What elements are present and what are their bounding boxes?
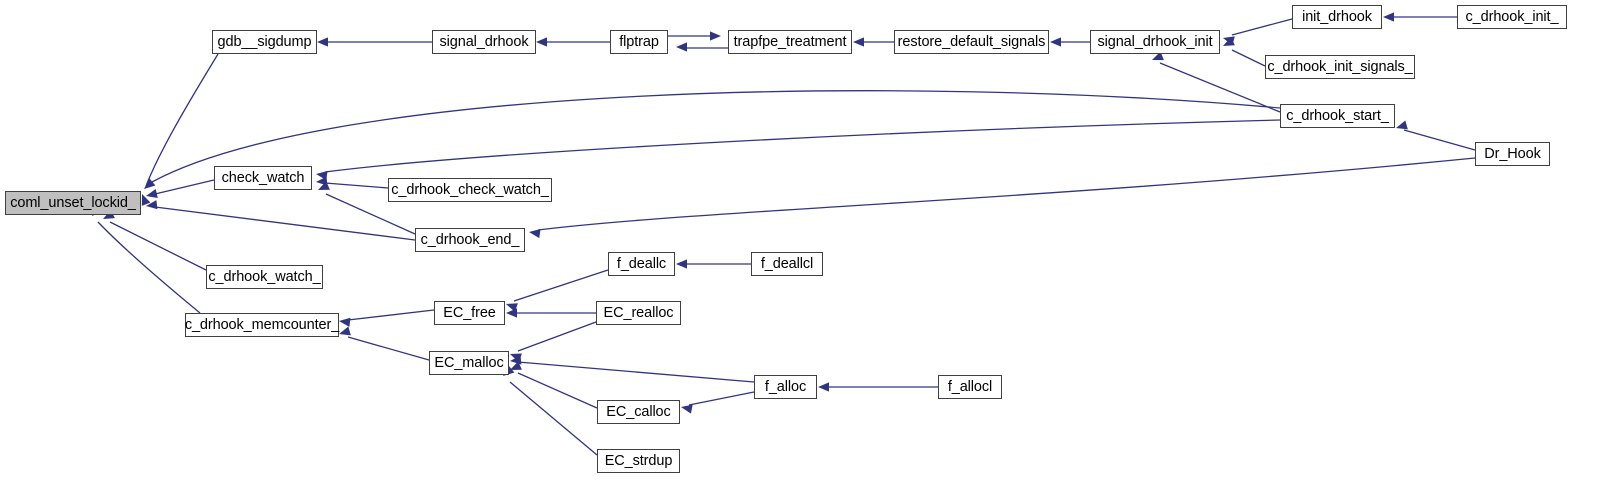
- node-label: f_allocl: [947, 378, 993, 395]
- node-label: c_drhook_watch_: [208, 268, 321, 285]
- edge-f_alloc-to-EC_calloc: [688, 391, 755, 406]
- edge-f_alloc-to-EC_malloc: [517, 361, 755, 383]
- node-EC_realloc[interactable]: EC_realloc: [596, 301, 681, 325]
- node-f_alloc[interactable]: f_alloc: [754, 375, 817, 399]
- arrowhead: [1396, 120, 1408, 130]
- edge-check_watch-to-coml_unset_lockid_: [154, 179, 215, 195]
- arrowhead: [141, 194, 151, 206]
- node-c_drhook_init_[interactable]: c_drhook_init_: [1457, 5, 1567, 29]
- node-label: f_alloc: [764, 378, 807, 395]
- edge-EC_free-to-c_drhook_memcounter_: [347, 309, 435, 321]
- node-label: c_drhook_end_: [420, 231, 520, 248]
- node-label: coml_unset_lockid_: [10, 194, 136, 211]
- edge-EC_malloc-to-c_drhook_memcounter_: [347, 336, 430, 361]
- arrowhead: [506, 308, 517, 318]
- arrowhead: [1383, 12, 1394, 22]
- node-f_deallcl[interactable]: f_deallcl: [751, 252, 823, 276]
- edge-c_drhook_start_-to-check_watch: [324, 119, 1281, 173]
- node-label: signal_drhook_init: [1097, 33, 1213, 50]
- edge-c_drhook_end_-to-coml_unset_lockid_: [154, 206, 416, 241]
- node-f_deallc[interactable]: f_deallc: [608, 252, 675, 276]
- node-c_drhook_memcounter_[interactable]: c_drhook_memcounter_: [185, 313, 339, 337]
- node-restore_default_signals[interactable]: restore_default_signals: [894, 30, 1049, 54]
- edge-c_drhook_memcounter_-to-coml_unset_lockid_: [97, 221, 201, 314]
- node-label: EC_malloc: [434, 354, 504, 371]
- node-label: Dr_Hook: [1484, 145, 1541, 162]
- arrowhead: [1223, 37, 1235, 46]
- node-label: init_drhook: [1302, 8, 1372, 25]
- node-label: trapfpe_treatment: [733, 33, 847, 50]
- edge-init_drhook-to-signal_drhook_init: [1231, 18, 1293, 36]
- edge-c_drhook_init_signals_-to-signal_drhook_init: [1231, 49, 1266, 67]
- node-c_drhook_watch_[interactable]: c_drhook_watch_: [206, 265, 323, 289]
- node-label: c_drhook_start_: [1286, 107, 1389, 124]
- node-label: restore_default_signals: [897, 33, 1046, 50]
- node-label: check_watch: [221, 169, 305, 186]
- edge-gdb__sigdump-to-coml_unset_lockid_: [145, 53, 219, 187]
- arrowhead: [676, 42, 687, 52]
- arrowhead: [1050, 37, 1061, 47]
- node-c_drhook_check_watch_[interactable]: c_drhook_check_watch_: [388, 178, 552, 202]
- node-coml_unset_lockid_[interactable]: coml_unset_lockid_: [5, 191, 141, 215]
- arrowhead: [676, 259, 687, 269]
- node-label: EC_strdup: [604, 452, 673, 469]
- node-c_drhook_end_[interactable]: c_drhook_end_: [415, 228, 525, 252]
- arrowhead: [510, 361, 522, 370]
- node-trapfpe_treatment[interactable]: trapfpe_treatment: [728, 30, 852, 54]
- node-label: c_drhook_init_signals_: [1267, 58, 1413, 75]
- node-label: gdb__sigdump: [217, 33, 312, 50]
- arrowhead: [339, 317, 351, 327]
- edge-c_drhook_end_-to-check_watch: [325, 193, 416, 235]
- edge-c_drhook_watch_-to-coml_unset_lockid_: [109, 221, 207, 271]
- node-c_drhook_init_signals_[interactable]: c_drhook_init_signals_: [1265, 55, 1415, 79]
- node-label: f_deallcl: [760, 255, 814, 272]
- node-label: f_deallc: [616, 255, 667, 272]
- node-label: flptrap: [619, 33, 659, 50]
- arrowhead: [681, 404, 693, 414]
- node-check_watch[interactable]: check_watch: [214, 166, 312, 190]
- node-gdb__sigdump[interactable]: gdb__sigdump: [212, 30, 317, 54]
- edge-EC_realloc-to-EC_malloc: [517, 321, 597, 352]
- node-label: EC_free: [443, 304, 496, 321]
- arrowhead: [146, 200, 158, 210]
- arrowhead: [710, 31, 721, 41]
- node-flptrap[interactable]: flptrap: [610, 30, 668, 54]
- edge-Dr_Hook-to-c_drhook_start_: [1403, 129, 1476, 151]
- edge-f_deallc-to-EC_free: [513, 269, 609, 302]
- node-c_drhook_start_[interactable]: c_drhook_start_: [1280, 104, 1395, 128]
- node-label: signal_drhook: [439, 33, 529, 50]
- node-EC_strdup[interactable]: EC_strdup: [597, 449, 680, 473]
- arrowhead: [317, 37, 328, 47]
- arrowhead: [818, 382, 829, 392]
- edge-Dr_Hook-to-c_drhook_end_: [537, 157, 1476, 231]
- node-Dr_Hook[interactable]: Dr_Hook: [1475, 142, 1550, 166]
- node-init_drhook[interactable]: init_drhook: [1292, 5, 1382, 29]
- node-signal_drhook[interactable]: signal_drhook: [432, 30, 536, 54]
- node-label: EC_realloc: [603, 304, 674, 321]
- arrowhead: [339, 326, 351, 336]
- arrowhead: [318, 181, 330, 190]
- node-f_allocl[interactable]: f_allocl: [938, 375, 1002, 399]
- edge-EC_calloc-to-EC_malloc: [517, 372, 598, 409]
- node-EC_free[interactable]: EC_free: [434, 301, 505, 325]
- arrowhead: [146, 189, 158, 199]
- arrowhead: [144, 178, 156, 189]
- node-EC_malloc[interactable]: EC_malloc: [429, 351, 509, 375]
- node-label: c_drhook_check_watch_: [391, 181, 549, 198]
- edge-c_drhook_start_-to-signal_drhook_init: [1159, 62, 1281, 113]
- node-label: c_drhook_init_: [1465, 8, 1559, 25]
- arrowhead: [529, 228, 541, 239]
- node-label: EC_calloc: [606, 403, 671, 420]
- edge-c_drhook_start_-to-coml_unset_lockid_: [151, 90, 1281, 183]
- node-label: c_drhook_memcounter_: [184, 316, 340, 333]
- arrowhead: [536, 37, 547, 47]
- edge-c_drhook_check_watch_-to-check_watch: [324, 182, 389, 189]
- node-EC_calloc[interactable]: EC_calloc: [597, 400, 680, 424]
- edge-EC_strdup-to-EC_malloc: [509, 381, 598, 456]
- arrowhead: [853, 37, 864, 47]
- node-signal_drhook_init[interactable]: signal_drhook_init: [1090, 30, 1220, 54]
